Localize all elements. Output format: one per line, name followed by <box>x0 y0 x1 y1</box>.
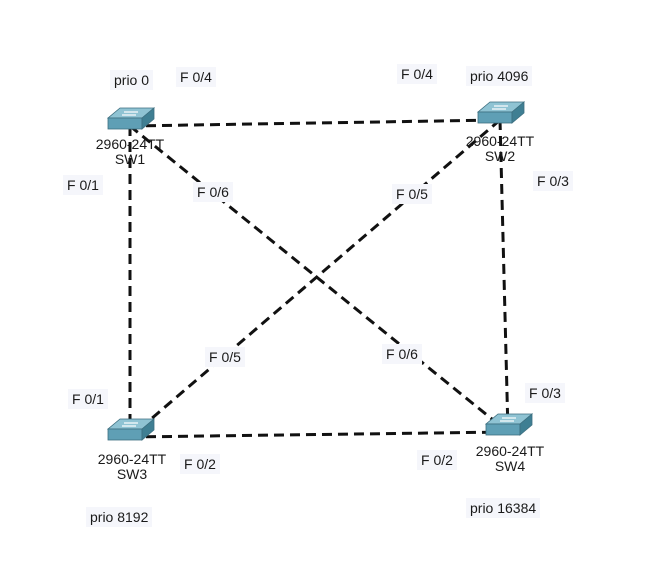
port-label-sw1-sw4-a: F 0/6 <box>193 182 233 202</box>
port-label-sw1-sw2-a: F 0/4 <box>176 67 216 87</box>
sw2-switch-icon[interactable] <box>476 101 526 124</box>
sw3-switch-icon[interactable] <box>106 418 156 441</box>
sw1-switch-icon[interactable] <box>106 107 156 130</box>
port-label-sw1-sw4-b: F 0/6 <box>382 344 422 364</box>
sw1-device-label: 2960-24TT SW1 <box>88 137 172 167</box>
sw2-device-label: 2960-24TT SW2 <box>458 134 542 164</box>
sw3-device-label: 2960-24TT SW3 <box>90 452 174 482</box>
sw1-priority-label: prio 0 <box>110 70 154 90</box>
port-label-sw2-sw3-b: F 0/5 <box>205 347 245 367</box>
sw3-name: SW3 <box>116 466 148 482</box>
sw3-priority-label: prio 8192 <box>86 507 153 527</box>
port-label-sw1-sw3-a: F 0/1 <box>63 175 103 195</box>
link-sw3-sw4 <box>129 430 509 439</box>
sw1-model: 2960-24TT <box>95 136 165 152</box>
sw1-name: SW1 <box>114 151 146 167</box>
sw2-name: SW2 <box>484 148 516 164</box>
link-sw2-sw4 <box>498 119 510 433</box>
port-label-sw1-sw2-b: F 0/4 <box>397 64 437 84</box>
sw2-priority-label: prio 4096 <box>466 66 533 86</box>
sw4-device-label: 2960-24TT SW4 <box>468 444 552 474</box>
link-sw2-sw3 <box>129 118 501 439</box>
port-label-sw3-sw4-b: F 0/2 <box>417 450 457 470</box>
sw3-model: 2960-24TT <box>97 451 167 467</box>
sw4-model: 2960-24TT <box>475 443 545 459</box>
link-sw1-sw2 <box>129 118 501 128</box>
port-label-sw2-sw4-a: F 0/3 <box>533 171 573 191</box>
sw4-switch-icon[interactable] <box>484 413 534 436</box>
sw2-model: 2960-24TT <box>465 133 535 149</box>
sw4-priority-label: prio 16384 <box>466 498 541 518</box>
sw4-name: SW4 <box>494 458 526 474</box>
port-label-sw2-sw4-b: F 0/3 <box>525 383 565 403</box>
link-sw1-sw4 <box>129 124 509 434</box>
port-label-sw1-sw3-b: F 0/1 <box>68 389 108 409</box>
port-label-sw2-sw3-a: F 0/5 <box>392 184 432 204</box>
port-label-sw3-sw4-a: F 0/2 <box>180 454 220 474</box>
